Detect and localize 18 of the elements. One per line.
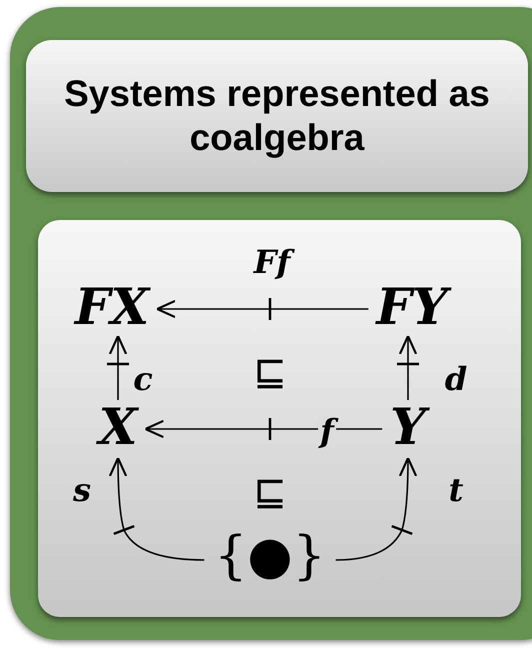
edge-label: t <box>448 474 464 506</box>
edge-label: Ff <box>252 246 292 278</box>
relation-arrow <box>397 336 419 400</box>
edge-label: s <box>72 474 92 506</box>
edge-label: d <box>444 363 468 395</box>
order-symbol: ⊑ <box>253 472 287 512</box>
edge-label: c <box>132 363 154 395</box>
math-object: FX <box>74 282 150 332</box>
math-object: {●} <box>214 530 326 582</box>
relation-arrow <box>336 458 417 561</box>
relation-arrow <box>157 298 368 320</box>
relation-arrow <box>109 458 204 561</box>
math-object: X <box>98 402 138 452</box>
order-symbol: ⊑ <box>253 352 287 392</box>
relation-arrow <box>107 336 129 400</box>
edge-label: f <box>318 415 336 447</box>
relation-arrow <box>145 418 382 440</box>
title-callout: Systems represented as coalgebra <box>26 40 528 192</box>
